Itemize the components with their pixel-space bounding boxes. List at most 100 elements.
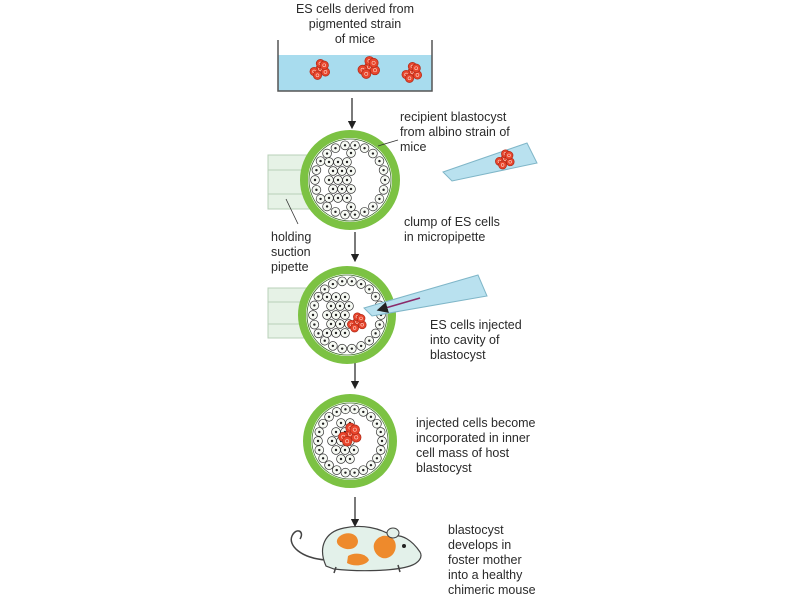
label-injected-incorporated: injected cells become incorporated in in… [416, 416, 586, 476]
cell-nucleus [331, 440, 333, 442]
cell-nucleus [351, 280, 353, 282]
cell-nucleus [322, 422, 324, 424]
es-cell [351, 324, 359, 332]
cell-nucleus [317, 332, 319, 334]
cell-nucleus [362, 411, 364, 413]
cell-nucleus [344, 449, 346, 451]
cell-nucleus [326, 314, 328, 316]
cell-nucleus [315, 189, 317, 191]
es-cell [320, 61, 328, 69]
cell-nucleus [313, 323, 315, 325]
cell-nucleus [349, 458, 351, 460]
label-es-cells-source: ES cells derived from pigmented strain o… [270, 2, 440, 47]
es-cell [412, 64, 420, 72]
cell-nucleus [368, 288, 370, 290]
cell-nucleus [339, 323, 341, 325]
cell-nucleus [376, 422, 378, 424]
es-cell [350, 425, 360, 435]
cell-nucleus [363, 211, 365, 213]
es-cell [369, 58, 378, 67]
cell-nucleus [374, 295, 376, 297]
cell-nucleus [384, 179, 386, 181]
cell-nucleus [313, 304, 315, 306]
blastocyst-incorporated [307, 398, 393, 484]
cell-nucleus [318, 431, 320, 433]
chimeric-mouse [291, 526, 421, 573]
cell-nucleus [341, 280, 343, 282]
cell-nucleus [378, 323, 380, 325]
cell-nucleus [336, 469, 338, 471]
es-cell [342, 436, 352, 446]
cell-nucleus [335, 449, 337, 451]
cell-nucleus [318, 449, 320, 451]
cell-nucleus [344, 408, 346, 410]
label-holding-pipette: holding suction pipette [271, 230, 351, 275]
cell-nucleus [326, 332, 328, 334]
cell-nucleus [324, 288, 326, 290]
cell-nucleus [332, 188, 334, 190]
cell-nucleus [344, 213, 346, 215]
cell-nucleus [363, 147, 365, 149]
cell-nucleus [322, 457, 324, 459]
cell-nucleus [326, 296, 328, 298]
cell-nucleus [341, 188, 343, 190]
cell-nucleus [354, 213, 356, 215]
cell-nucleus [350, 206, 352, 208]
cell-nucleus [319, 198, 321, 200]
cell-nucleus [335, 431, 337, 433]
cell-nucleus [332, 345, 334, 347]
cell-nucleus [344, 471, 346, 473]
cell-nucleus [339, 305, 341, 307]
cell-nucleus [346, 161, 348, 163]
cell-nucleus [362, 469, 364, 471]
cell-nucleus [319, 160, 321, 162]
cell-nucleus [382, 169, 384, 171]
cell-nucleus [346, 197, 348, 199]
label-recipient-blastocyst: recipient blastocyst from albino strain … [400, 110, 570, 155]
cell-nucleus [328, 161, 330, 163]
cell-nucleus [337, 179, 339, 181]
cell-nucleus [317, 295, 319, 297]
cell-nucleus [328, 464, 330, 466]
cell-nucleus [346, 179, 348, 181]
cell-nucleus [337, 161, 339, 163]
cell-nucleus [334, 147, 336, 149]
cell-nucleus [380, 431, 382, 433]
cell-nucleus [350, 170, 352, 172]
cell-nucleus [370, 464, 372, 466]
cell-nucleus [360, 345, 362, 347]
cell-nucleus [372, 205, 374, 207]
cell-nucleus [336, 411, 338, 413]
cell-nucleus [382, 189, 384, 191]
cell-nucleus [344, 332, 346, 334]
cell-nucleus [376, 457, 378, 459]
cell-nucleus [350, 188, 352, 190]
cell-nucleus [315, 169, 317, 171]
cell-nucleus [348, 305, 350, 307]
cell-nucleus [335, 296, 337, 298]
cell-nucleus [344, 144, 346, 146]
cell-nucleus [381, 440, 383, 442]
cell-nucleus [351, 347, 353, 349]
cell-nucleus [312, 314, 314, 316]
es-cell [313, 71, 321, 79]
es-cell [357, 314, 365, 322]
cell-nucleus [341, 170, 343, 172]
cell-nucleus [337, 197, 339, 199]
cell-nucleus [340, 458, 342, 460]
cell-nucleus [350, 152, 352, 154]
cell-nucleus [328, 179, 330, 181]
cell-nucleus [330, 323, 332, 325]
es-cell [499, 161, 507, 169]
cell-nucleus [332, 170, 334, 172]
cell-nucleus [360, 283, 362, 285]
label-clump-es-cells: clump of ES cells in micropipette [404, 215, 544, 245]
label-chimeric-mouse: blastocyst develops in foster mother int… [448, 523, 578, 598]
cell-nucleus [353, 408, 355, 410]
cell-nucleus [380, 449, 382, 451]
es-cell [405, 74, 413, 82]
cell-nucleus [326, 152, 328, 154]
cell-nucleus [328, 416, 330, 418]
cell-nucleus [335, 332, 337, 334]
cell-nucleus [335, 314, 337, 316]
